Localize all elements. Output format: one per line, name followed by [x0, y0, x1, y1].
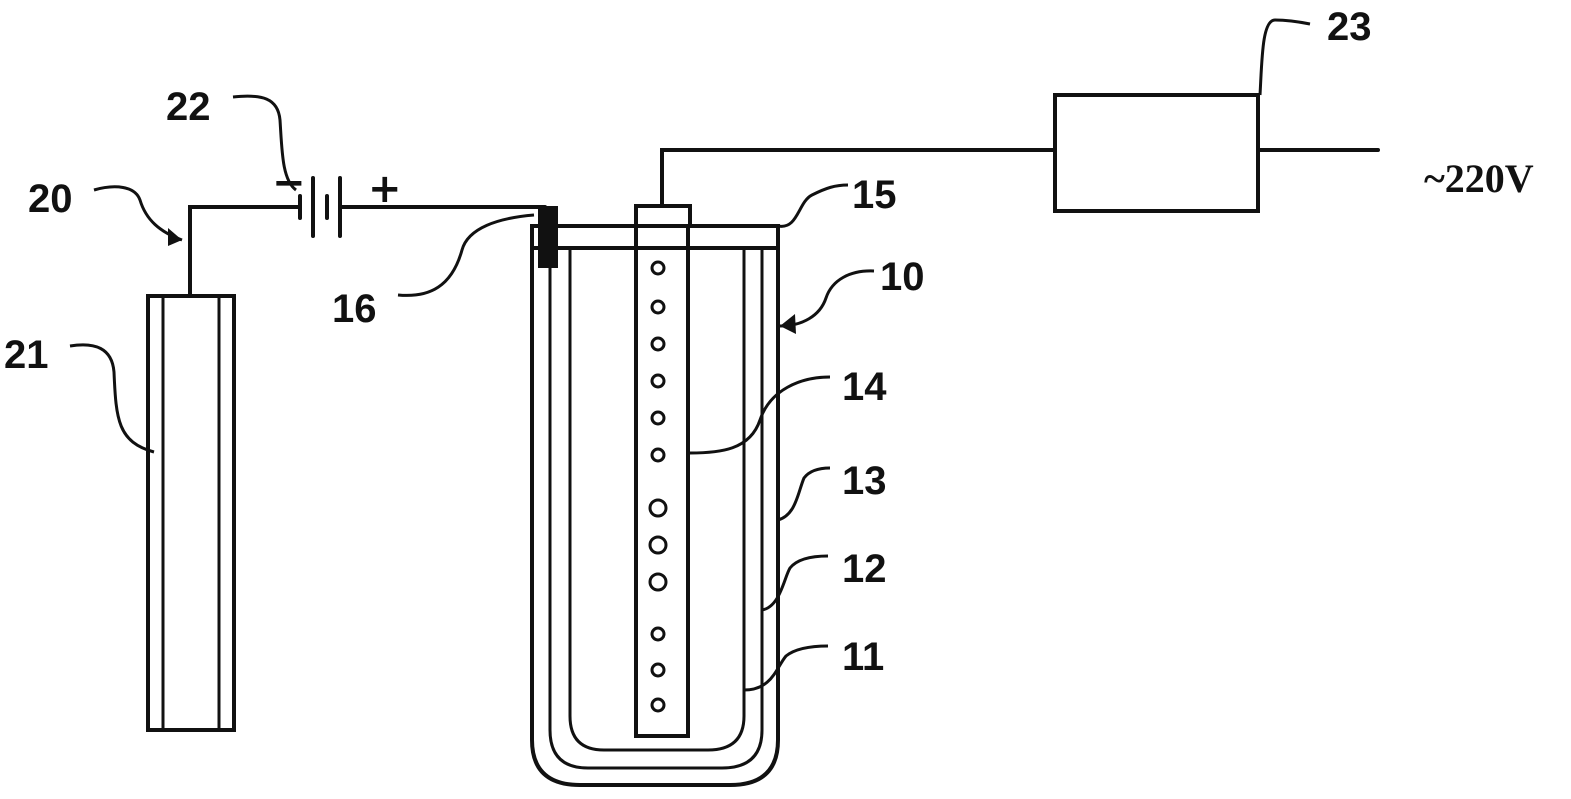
wire-20 — [188, 205, 547, 298]
label-23: 23 — [1327, 5, 1372, 49]
power-unit-23 — [1053, 93, 1260, 213]
label-11: 11 — [842, 635, 884, 679]
label-12: 12 — [842, 547, 887, 591]
label-21: 21 — [4, 333, 49, 377]
label-13: 13 — [842, 459, 887, 503]
battery-plus-sign: + — [368, 166, 402, 212]
label-10: 10 — [880, 255, 925, 299]
electrode-21 — [146, 294, 236, 732]
reference-labels: 23 22 20 15 10 16 21 14 13 12 11 — [4, 5, 1372, 679]
electrode-tube-14 — [634, 224, 690, 738]
label-16: 16 — [332, 287, 377, 331]
battery-22: − + — [272, 160, 402, 238]
power-wiring — [660, 148, 1380, 208]
connector-16 — [538, 206, 558, 268]
leader-lines — [69, 18, 1311, 692]
label-20: 20 — [28, 177, 73, 221]
power-supply-label: ~220V — [1424, 156, 1534, 201]
label-15: 15 — [852, 173, 897, 217]
label-14: 14 — [842, 365, 887, 409]
label-22: 22 — [166, 85, 211, 129]
